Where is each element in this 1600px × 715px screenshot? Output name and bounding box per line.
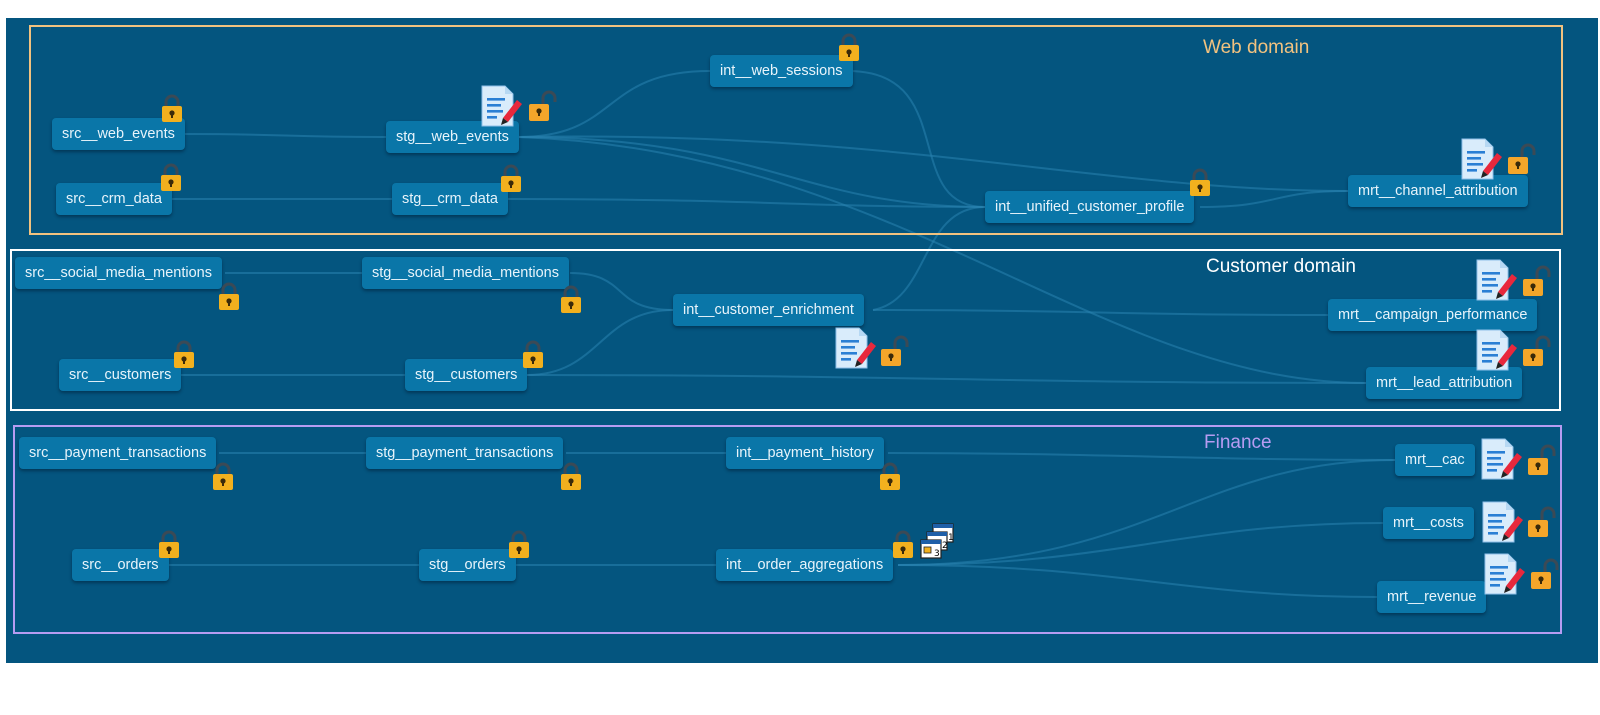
node-int-payment-history[interactable]: int__payment_history [726,437,884,469]
node-int-unified-customer-profile[interactable]: int__unified_customer_profile [985,191,1195,223]
padlock-open-icon [881,335,909,366]
document-edit-icon[interactable] [479,84,523,128]
padlock-open-icon [1528,444,1556,475]
padlock-open-icon [1528,506,1556,537]
stacked-versions-icon[interactable]: 1 2 3 [919,522,957,562]
document-edit-icon[interactable] [1480,500,1524,544]
node-int-customer-enrichment[interactable]: int__customer_enrichment [673,294,864,326]
padlock-open-icon [1523,265,1551,296]
node-mrt-campaign-performance[interactable]: mrt__campaign_performance [1328,299,1538,331]
padlock-closed-icon [501,164,521,192]
node-mrt-costs[interactable]: mrt__costs [1383,507,1474,539]
node-src-web-events[interactable]: src__web_events [52,118,185,150]
padlock-open-icon [529,90,557,121]
padlock-closed-icon [219,282,239,310]
node-stg-orders[interactable]: stg__orders [419,549,516,581]
padlock-closed-icon [159,530,179,558]
node-stg-payment-transactions[interactable]: stg__payment_transactions [366,437,564,469]
web-domain-box [29,25,1563,235]
padlock-closed-icon [162,94,182,122]
node-mrt-lead-attribution[interactable]: mrt__lead_attribution [1366,367,1523,399]
padlock-open-icon [1531,558,1559,589]
padlock-closed-icon [893,530,913,558]
padlock-closed-icon [509,530,529,558]
node-src-crm-data[interactable]: src__crm_data [56,183,172,215]
padlock-closed-icon [161,163,181,191]
node-mrt-cac[interactable]: mrt__cac [1395,444,1475,476]
finance-domain-label: Finance [1204,432,1272,453]
padlock-closed-icon [561,285,581,313]
node-stg-customers[interactable]: stg__customers [405,359,528,391]
node-src-payment-transactions[interactable]: src__payment_transactions [19,437,217,469]
padlock-closed-icon [1190,168,1210,196]
version-number-2: 2 [942,541,948,551]
web-domain-label: Web domain [1203,37,1310,58]
padlock-closed-icon [839,33,859,61]
document-edit-icon[interactable] [1474,258,1518,302]
padlock-closed-icon [561,462,581,490]
padlock-closed-icon [523,340,543,368]
finance-domain-box [13,425,1562,634]
padlock-open-icon [1523,335,1551,366]
node-mrt-channel-attribution[interactable]: mrt__channel_attribution [1348,175,1528,207]
node-src-orders[interactable]: src__orders [72,549,169,581]
document-edit-icon[interactable] [1482,552,1526,596]
node-stg-social-media-mentions[interactable]: stg__social_media_mentions [362,257,569,289]
node-mrt-revenue[interactable]: mrt__revenue [1377,581,1487,613]
document-edit-icon[interactable] [1459,137,1503,181]
document-edit-icon[interactable] [1474,328,1518,372]
node-int-order-aggregations[interactable]: int__order_aggregations [716,549,894,581]
node-src-customers[interactable]: src__customers [59,359,182,391]
padlock-closed-icon [174,340,194,368]
document-edit-icon[interactable] [1479,437,1523,481]
version-number-1: 1 [948,533,954,543]
node-int-web-sessions[interactable]: int__web_sessions [710,55,853,87]
node-stg-crm-data[interactable]: stg__crm_data [392,183,508,215]
padlock-closed-icon [213,462,233,490]
padlock-open-icon [1508,143,1536,174]
version-number-3: 3 [934,549,940,559]
customer-domain-box [10,249,1561,411]
customer-domain-label: Customer domain [1206,256,1356,277]
document-edit-icon[interactable] [833,326,877,370]
padlock-closed-icon [880,462,900,490]
node-src-social-media-mentions[interactable]: src__social_media_mentions [15,257,222,289]
